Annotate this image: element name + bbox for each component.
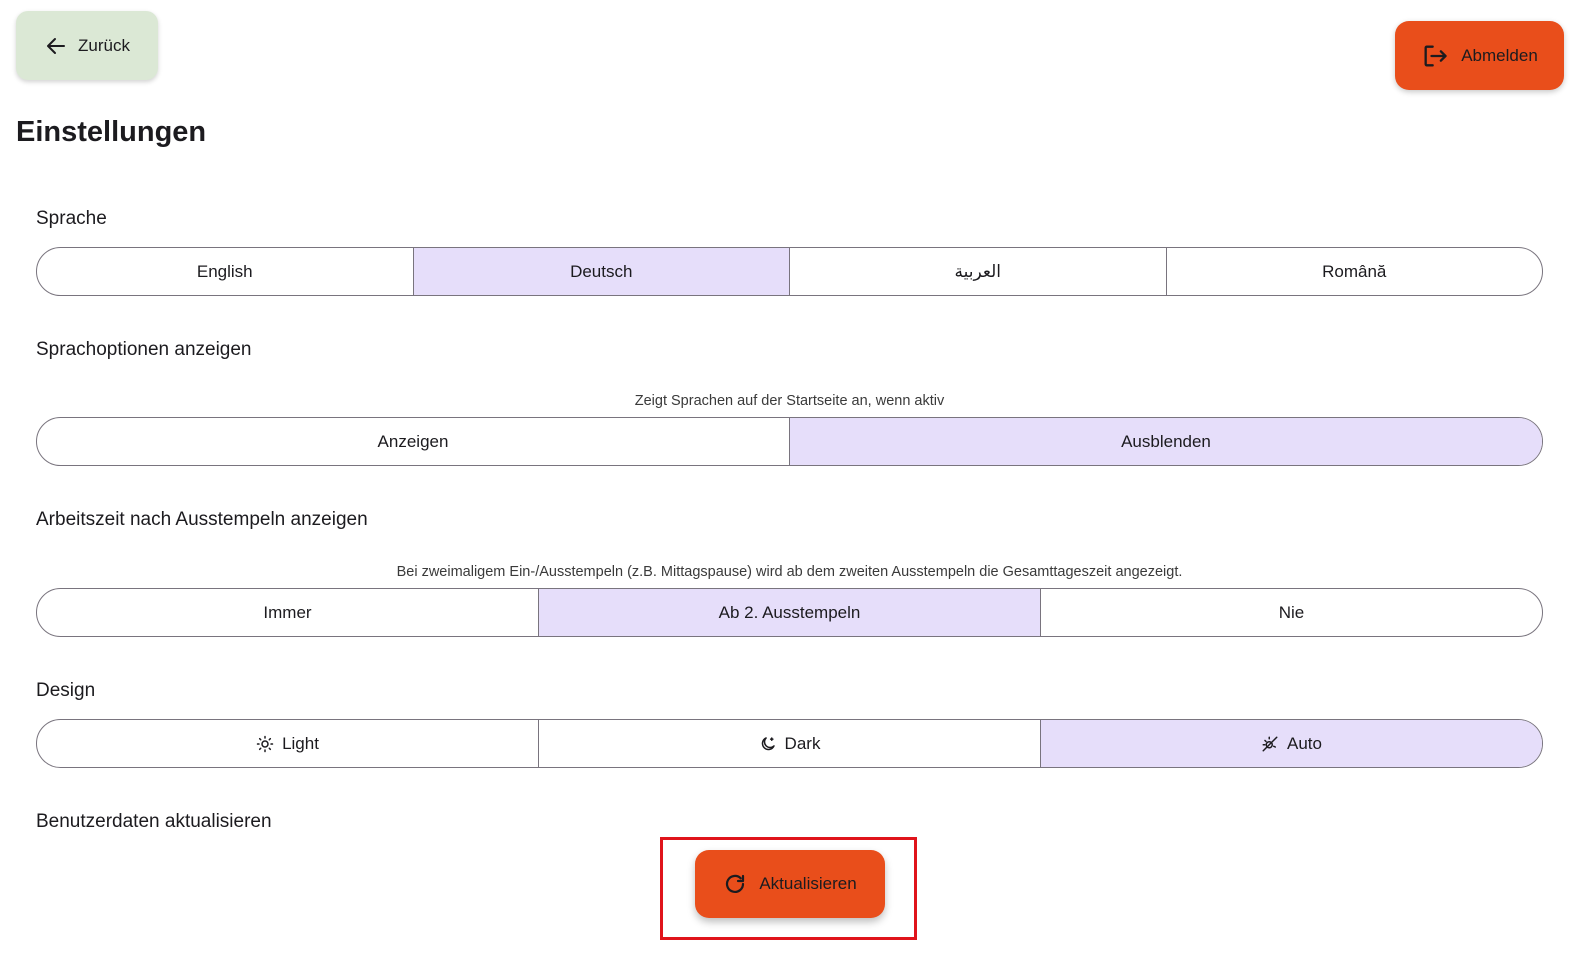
language-section-title: Sprache (36, 208, 107, 229)
design-section-title: Design (36, 680, 96, 701)
auto-theme-icon (1261, 735, 1279, 753)
worktime-hint: Bei zweimaligem Ein-/Ausstempeln (z.B. M… (396, 564, 1183, 580)
language-options-section-title: Sprachoptionen anzeigen (36, 339, 252, 360)
worktime-section-title: Arbeitszeit nach Ausstempeln anzeigen (36, 509, 368, 530)
language-option-deutsch[interactable]: Deutsch (412, 248, 789, 295)
worktime-option-never[interactable]: Nie (1040, 589, 1542, 636)
language-option-arabic[interactable]: العربية (789, 248, 1166, 295)
back-button[interactable]: Zurück (16, 11, 158, 80)
moon-icon (759, 735, 777, 753)
language-options-segmented-control: Anzeigen Ausblenden (36, 417, 1543, 466)
refresh-button-label: Aktualisieren (759, 874, 857, 893)
design-option-light[interactable]: Light (37, 720, 538, 767)
logout-button[interactable]: Abmelden (1395, 21, 1564, 90)
language-options-hide[interactable]: Ausblenden (789, 418, 1542, 465)
sun-icon (256, 735, 274, 753)
design-option-dark[interactable]: Dark (538, 720, 1040, 767)
design-segmented-control: Light Dark Auto (36, 719, 1543, 768)
logout-button-label: Abmelden (1461, 45, 1538, 65)
language-segmented-control: English Deutsch العربية Română (36, 247, 1543, 296)
design-option-auto[interactable]: Auto (1040, 720, 1542, 767)
worktime-option-second-clockout[interactable]: Ab 2. Ausstempeln (538, 589, 1040, 636)
language-options-show[interactable]: Anzeigen (377, 431, 449, 451)
language-option-romanian[interactable]: Română (1165, 248, 1543, 295)
logout-icon (1421, 42, 1449, 70)
page-title: Einstellungen (16, 116, 207, 148)
worktime-segmented-control: Immer Ab 2. Ausstempeln Nie (36, 588, 1543, 637)
design-option-auto-label: Auto (1287, 733, 1322, 753)
arrow-left-icon (44, 34, 68, 58)
design-option-light-label: Light (282, 733, 319, 753)
back-button-label: Zurück (78, 35, 130, 55)
language-option-english[interactable]: English (196, 261, 253, 281)
refresh-button[interactable]: Aktualisieren (695, 850, 885, 918)
language-options-hint: Zeigt Sprachen auf der Startseite an, we… (634, 393, 945, 409)
user-data-section-title: Benutzerdaten aktualisieren (36, 811, 272, 832)
refresh-icon (723, 872, 747, 896)
worktime-option-always[interactable]: Immer (263, 602, 312, 622)
design-option-dark-label: Dark (784, 733, 821, 753)
